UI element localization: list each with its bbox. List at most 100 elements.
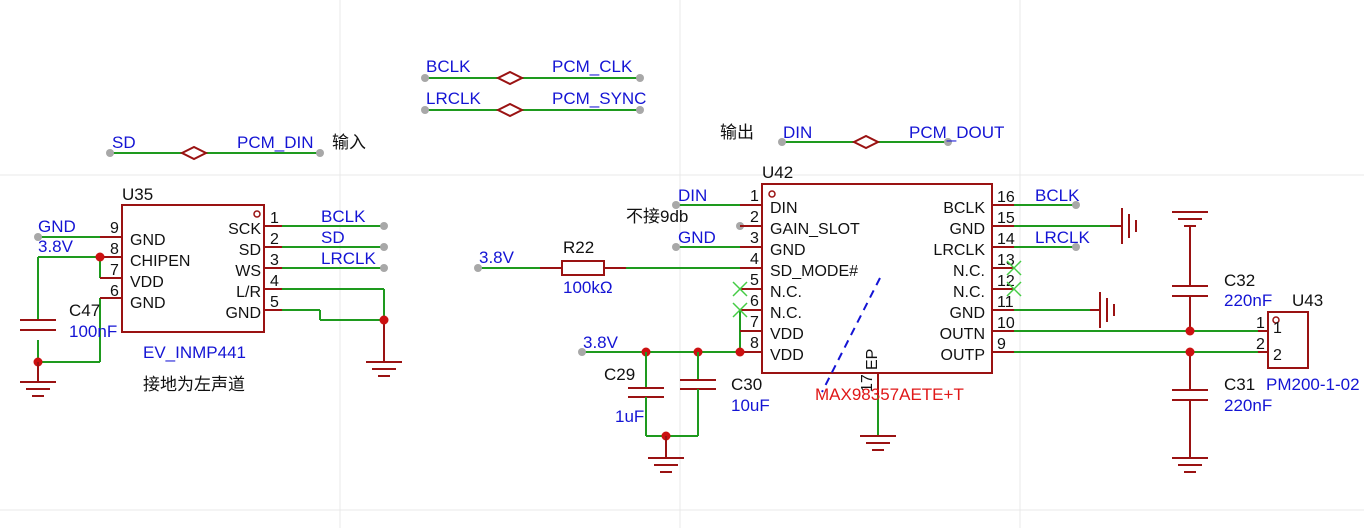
capacitor-value: 10uF (731, 396, 770, 415)
pin-number: 16 (997, 189, 1015, 206)
pin-name: EP (864, 349, 881, 370)
pin-name: N.C. (953, 284, 985, 301)
net-label: PCM_CLK (552, 57, 633, 76)
designator: R22 (563, 238, 594, 257)
channel-note: 接地为左声道 (143, 375, 245, 394)
pin-number: 17 (859, 374, 876, 392)
pin-number: 6 (110, 283, 119, 300)
resistor-value: 100kΩ (563, 278, 613, 297)
pin-number: 7 (110, 262, 119, 279)
pin-name: VDD (130, 274, 164, 291)
part-number: MAX98357AETE+T (815, 385, 964, 404)
pin-number: 10 (997, 315, 1015, 332)
ground-symbol (648, 436, 684, 473)
pin-number: 1 (270, 210, 279, 227)
pin-number: 15 (997, 210, 1015, 227)
pin-number: 3 (270, 252, 279, 269)
c29-capacitor[interactable]: C29 1uF (604, 352, 698, 437)
u35-microphone[interactable]: 9 GND 8 CHIPEN 7 VDD 6 GND 1 SCK 2 SD 3 … (33, 185, 389, 394)
designator: C30 (731, 375, 762, 394)
pin-name: DIN (770, 200, 798, 217)
pin-name: L/R (236, 284, 261, 301)
part-value: PM200-1-02 (1266, 375, 1360, 394)
net-alias-sd[interactable]: SD PCM_DIN 输入 (106, 133, 366, 161)
pin-number: 8 (110, 241, 119, 258)
pin-name: GND (130, 295, 166, 312)
net-alias-din[interactable]: DIN PCM_DOUT 输出 (720, 123, 1004, 150)
pin-number: 8 (750, 335, 759, 352)
pin-name: 2 (1273, 347, 1282, 364)
net-label: SD (321, 228, 345, 247)
pin-number: 9 (997, 336, 1006, 353)
u43-speaker-connector[interactable]: U43 1 1 2 2 PM200-1-02 (1256, 291, 1360, 394)
ground-symbol (1110, 208, 1137, 244)
pin-name: SD (239, 242, 261, 259)
capacitor-value: 220nF (1224, 291, 1272, 310)
pin-number: 1 (1256, 315, 1265, 332)
pin-name: SD_MODE# (770, 263, 858, 280)
net-tie-icon (495, 102, 525, 118)
c47-capacitor[interactable]: C47 100nF (20, 301, 117, 341)
pin-number: 2 (750, 209, 759, 226)
junction-dot (1185, 326, 1195, 336)
net-tie-icon (851, 134, 881, 150)
junction-dot (95, 252, 105, 262)
pin-name: N.C. (770, 305, 802, 322)
pin-number: 14 (997, 231, 1015, 248)
pin-number: 6 (750, 293, 759, 310)
net-tie-icon (179, 145, 209, 161)
net-label: BCLK (321, 207, 366, 226)
ground-symbol (860, 435, 896, 451)
designator: U42 (762, 163, 793, 182)
net-label: BCLK (1035, 186, 1080, 205)
designator: C32 (1224, 271, 1255, 290)
junction-dot (735, 347, 745, 357)
pin-name: GND (949, 305, 985, 322)
pin-name: GND (770, 242, 806, 259)
designator: C29 (604, 365, 635, 384)
capacitor-value: 220nF (1224, 396, 1272, 415)
pin-name: OUTP (941, 347, 985, 364)
strikethrough-annotation (821, 277, 881, 393)
pin-number: 4 (750, 251, 759, 268)
net-label: LRCLK (426, 89, 481, 108)
net-label: 3.8V (583, 333, 619, 352)
net-alias-lrclk[interactable]: LRCLK PCM_SYNC (421, 89, 646, 118)
r22-resistor[interactable]: 3.8V R22 100kΩ (474, 238, 740, 297)
c31-capacitor[interactable]: C31 220nF (1172, 352, 1272, 473)
pin-name: GAIN_SLOT (770, 221, 860, 238)
pin-number: 5 (270, 294, 279, 311)
no-connect-icon (732, 260, 1022, 318)
pin-number: 2 (270, 231, 279, 248)
net-label: DIN (678, 186, 707, 205)
pin-name: SCK (228, 221, 261, 238)
output-note: 输出 (720, 123, 754, 142)
ground-symbol (366, 361, 402, 377)
pin-number: 1 (750, 188, 759, 205)
pin-number: 2 (1256, 336, 1265, 353)
pin-number: 5 (750, 272, 759, 289)
ground-symbol (1090, 292, 1115, 328)
net-tie-icon (495, 70, 525, 86)
pin-name: 1 (1273, 320, 1282, 337)
pin-name: GND (130, 232, 166, 249)
pin-name: N.C. (770, 284, 802, 301)
capacitor-value: 100nF (69, 322, 117, 341)
pin-number: 9 (110, 220, 119, 237)
ground-symbol (20, 362, 56, 397)
net-label: LRCLK (321, 249, 376, 268)
pin-name: VDD (770, 326, 804, 343)
designator: U35 (122, 185, 153, 204)
net-label: GND (678, 228, 716, 247)
net-label: GND (38, 217, 76, 236)
pin-name: OUTN (940, 326, 985, 343)
pin-name: GND (225, 305, 261, 322)
c30-capacitor[interactable]: C30 10uF (680, 352, 770, 436)
junction-dot (379, 315, 389, 325)
u42-amplifier[interactable]: 1 DIN 2 GAIN_SLOT 3 GND 4 SD_MODE# 5 N.C… (578, 163, 1258, 436)
net-alias-bclk[interactable]: BCLK PCM_CLK (421, 57, 644, 86)
c32-capacitor[interactable]: C32 220nF (1172, 211, 1272, 331)
capacitor-value: 1uF (615, 407, 644, 426)
